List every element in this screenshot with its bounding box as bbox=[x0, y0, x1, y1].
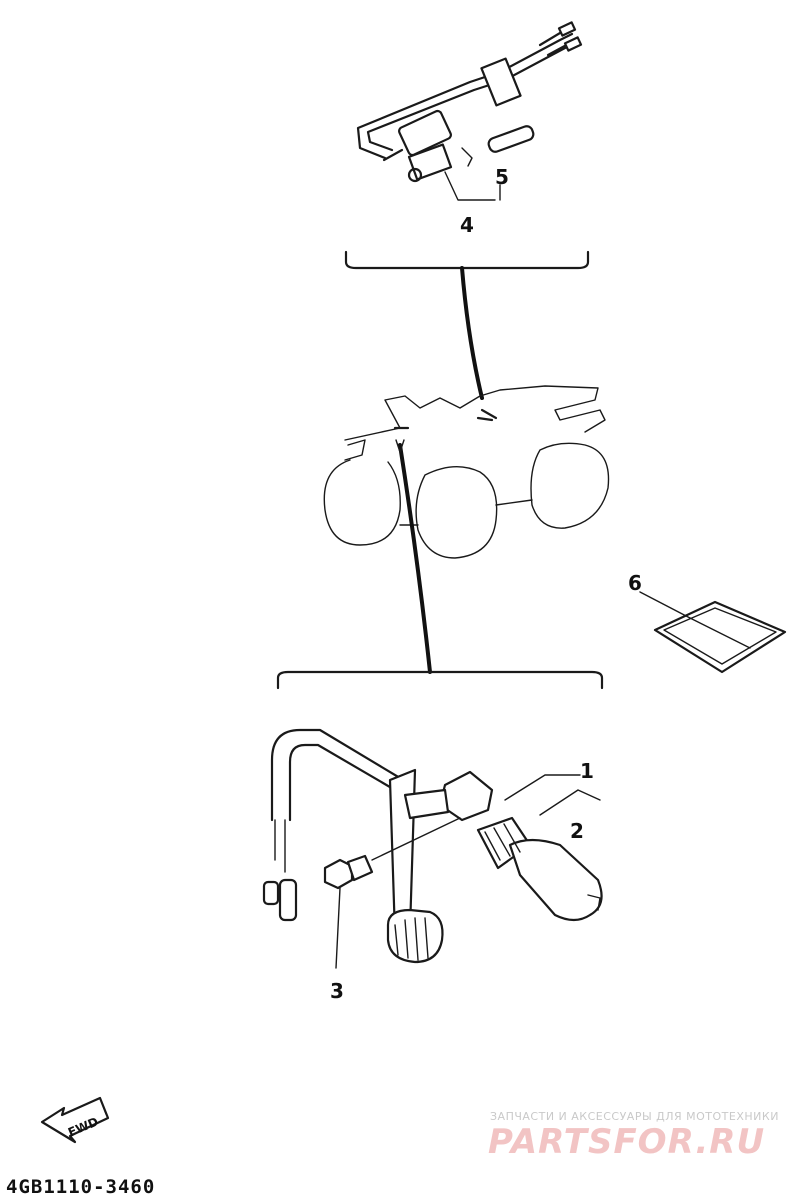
atv-outline bbox=[323, 385, 610, 559]
callout-4: 4 bbox=[460, 213, 474, 237]
callout-6: 6 bbox=[628, 571, 642, 595]
callout-1: 1 bbox=[580, 759, 594, 783]
callout-2: 2 bbox=[570, 819, 584, 843]
connection-line-upper bbox=[460, 266, 484, 400]
connection-line-lower bbox=[398, 443, 432, 674]
fwd-direction-arrow: FWD bbox=[40, 1096, 110, 1144]
callout-3: 3 bbox=[330, 979, 344, 1003]
callout-5: 5 bbox=[495, 165, 509, 189]
lower-lever-assembly: 1 2 3 bbox=[262, 670, 604, 1003]
upper-switch-assembly: 5 4 bbox=[344, 21, 590, 270]
watermark-brand: PARTSFOR.RU bbox=[488, 1122, 766, 1162]
watermark-tagline: ЗАПЧАСТИ И АКСЕССУАРЫ ДЛЯ МОТОТЕХНИКИ bbox=[490, 1110, 779, 1123]
item-6-label-plate: 6 bbox=[628, 571, 787, 674]
diagram-part-code: 4GB1110-3460 bbox=[6, 1176, 156, 1198]
